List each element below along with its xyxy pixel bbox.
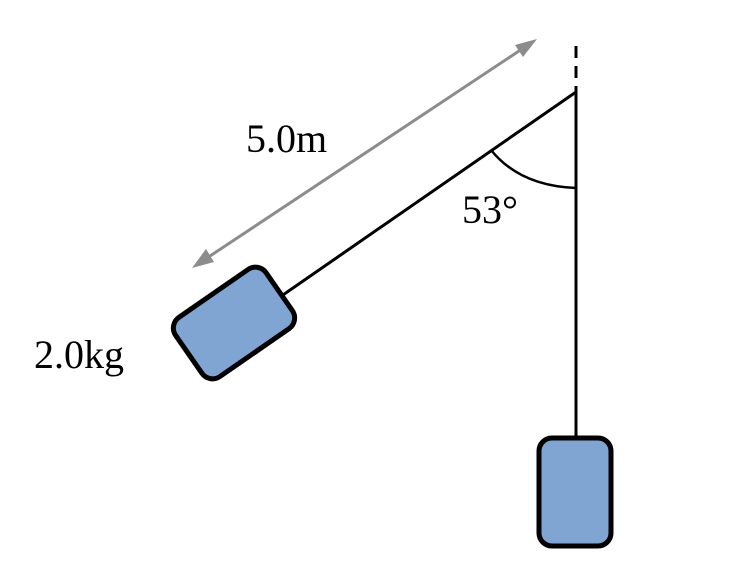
angle-arc <box>490 149 577 190</box>
angle-label: 53° <box>462 187 518 232</box>
swung-rope <box>279 90 577 299</box>
length-arrow-head-upper <box>515 39 537 57</box>
length-arrow-head-lower <box>192 249 214 268</box>
length-dimension-arrow <box>206 47 523 260</box>
mass-label: 2.0kg <box>34 332 124 377</box>
swung-block <box>170 264 298 382</box>
length-label: 5.0m <box>246 116 327 161</box>
hanging-block <box>536 435 614 549</box>
